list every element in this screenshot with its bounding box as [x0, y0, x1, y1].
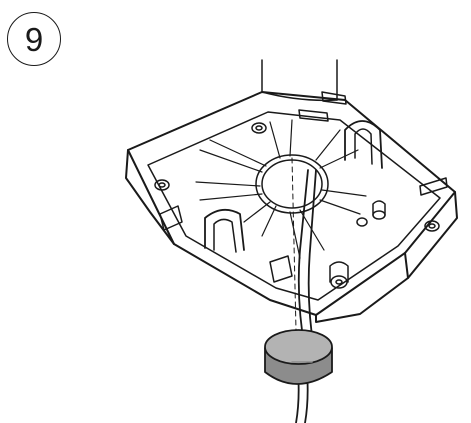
internal-ribs	[195, 119, 367, 259]
step-number: 9	[24, 21, 44, 58]
cable-hole	[255, 154, 329, 214]
step-number-badge: 9	[7, 12, 61, 66]
bracket-housing	[125, 91, 458, 323]
arch-clips	[159, 120, 383, 283]
ferrite-core	[264, 329, 333, 385]
mounting-post	[261, 59, 338, 102]
screw-holes	[154, 122, 440, 289]
